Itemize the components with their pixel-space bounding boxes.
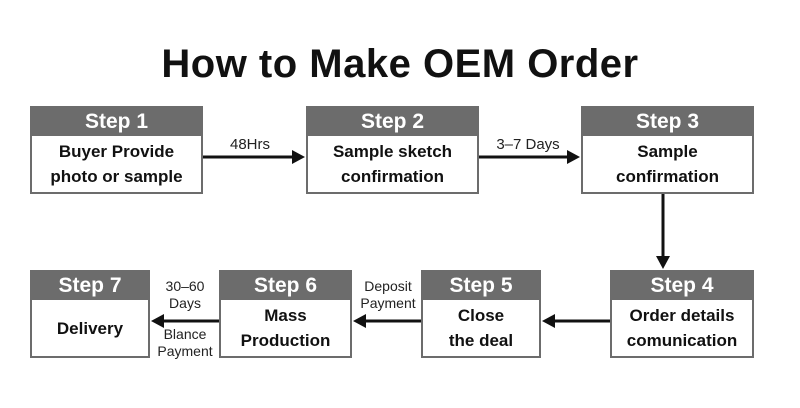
balance-payment-label: Payment (157, 343, 213, 359)
step-2-text-line1: Sample sketch (332, 142, 453, 161)
step-1-body: Buyer Provide photo or sample (32, 136, 201, 192)
step-7-header: Step 7 (32, 272, 148, 300)
days-label: Days (169, 295, 201, 311)
deposit-payment-label: Payment (360, 295, 416, 311)
step-1-text-line1: Buyer Provide (58, 142, 175, 161)
step-2-box: Step 2 Sample sketch confirmation (306, 106, 479, 194)
step-7-text-line1: Delivery (56, 318, 124, 338)
step-5-body: Close the deal (423, 300, 539, 356)
blance-label: Blance (163, 326, 207, 342)
step-5-box: Step 5 Close the deal (421, 270, 541, 358)
step-5-text-line1: Close (457, 306, 505, 325)
step-7-box: Step 7 Delivery (30, 270, 150, 358)
arrowhead-step2 (292, 150, 305, 164)
arrow-label-48hrs: 48Hrs (229, 136, 270, 153)
step-3-header: Step 3 (583, 108, 752, 136)
step-4-text-line2: comunication (626, 331, 738, 350)
arrow-label-blance-payment: Blance Payment (152, 326, 218, 360)
step-6-text-line2: Production (240, 331, 331, 350)
step-1-header: Step 1 (32, 108, 201, 136)
step-2-body: Sample sketch confirmation (308, 136, 477, 192)
arrowhead-step5 (542, 314, 555, 328)
arrowhead-step3 (567, 150, 580, 164)
step-1-text-line2: photo or sample (50, 167, 183, 186)
step-2-text-line2: confirmation (341, 167, 444, 186)
step-3-body: Sample confirmation (583, 136, 752, 192)
days-range-label: 30–60 (165, 278, 205, 294)
step-2-header: Step 2 (308, 108, 477, 136)
arrow-label-deposit-payment: Deposit Payment (355, 278, 421, 312)
step-6-text-line1: Mass (264, 306, 307, 325)
step-7-body: Delivery (32, 300, 148, 356)
step-6-header: Step 6 (221, 272, 350, 300)
step-3-text-line1: Sample (637, 142, 698, 161)
deposit-label: Deposit (364, 278, 412, 294)
step-5-text-line2: the deal (448, 331, 514, 350)
diagram-title: How to Make OEM Order (161, 42, 639, 86)
step-3-box: Step 3 Sample confirmation (581, 106, 754, 194)
arrow-label-3-7-days: 3–7 Days (496, 136, 560, 153)
arrowhead-step7 (151, 314, 164, 328)
step-4-text-line1: Order details (629, 306, 735, 325)
step-4-body: Order details comunication (612, 300, 752, 356)
step-5-header: Step 5 (423, 272, 539, 300)
arrowhead-step6 (353, 314, 366, 328)
step-1-box: Step 1 Buyer Provide photo or sample (30, 106, 203, 194)
step-4-box: Step 4 Order details comunication (610, 270, 754, 358)
step-3-text-line2: confirmation (616, 167, 719, 186)
step-4-header: Step 4 (612, 272, 752, 300)
arrow-label-30-60-days: 30–60 Days (152, 278, 218, 312)
arrowhead-step4 (656, 256, 670, 269)
